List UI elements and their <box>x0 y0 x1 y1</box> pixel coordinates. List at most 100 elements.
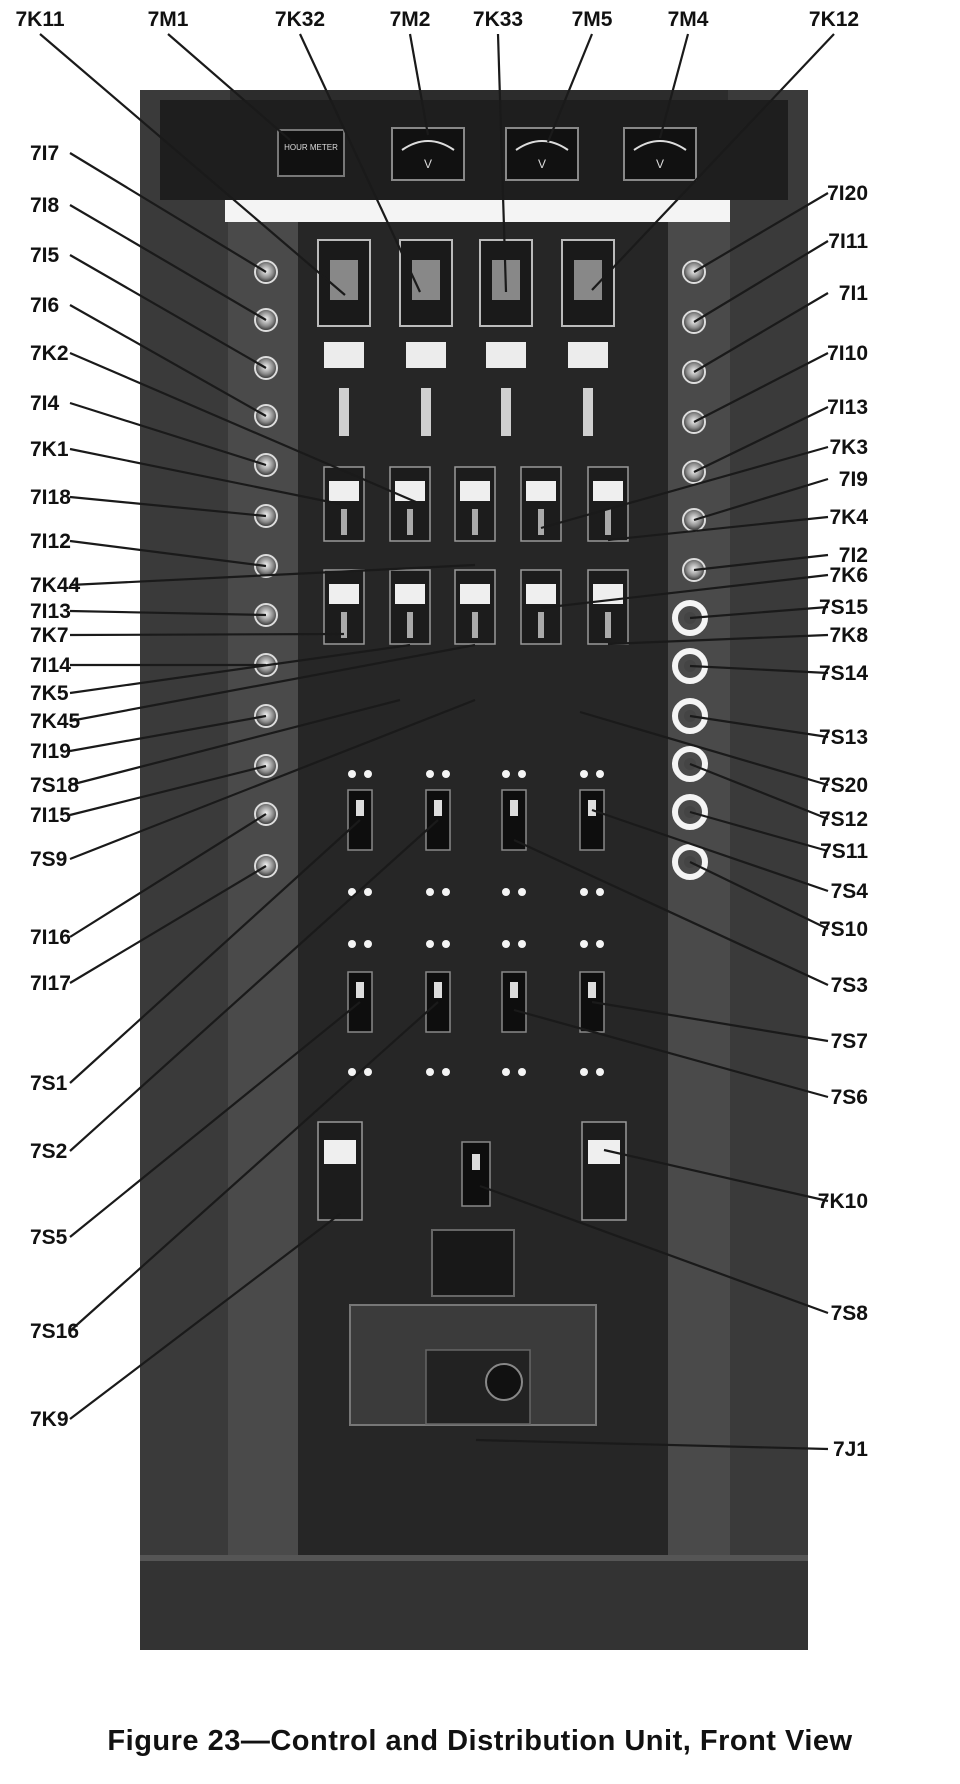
panel-dot <box>426 940 434 948</box>
leader-line-7k10 <box>603 1148 829 1203</box>
leader-line-7k3 <box>540 445 829 530</box>
callout-label-7i12: 7I12 <box>30 530 71 553</box>
leader-line-7i12 <box>69 539 267 568</box>
leader-line-7s8 <box>479 1184 829 1315</box>
leader-line-7s7 <box>591 1000 829 1043</box>
panel-dot <box>502 940 510 948</box>
callout-label-7i18: 7I18 <box>30 486 71 509</box>
leader-line-7s20 <box>579 710 829 787</box>
panel-dot <box>518 770 526 778</box>
callout-label-7i19: 7I19 <box>30 740 71 763</box>
callout-label-7i14: 7I14 <box>30 654 71 677</box>
panel-dot <box>442 888 450 896</box>
leader-line-7s18 <box>69 698 401 787</box>
leader-line-7s3 <box>513 839 829 986</box>
leader-line-7s11 <box>689 810 829 853</box>
panel-dot <box>364 770 372 778</box>
toggle-switch-7S8 <box>461 1141 491 1207</box>
panel-dot <box>502 888 510 896</box>
lower-panel <box>349 1229 597 1426</box>
leader-line-7s10 <box>689 861 829 930</box>
hour-meter-7M1: HOUR METER <box>277 129 345 177</box>
callout-label-7s3: 7S3 <box>831 974 868 997</box>
callout-label-7k32: 7K32 <box>275 8 325 31</box>
leader-line-7s6 <box>513 1008 829 1099</box>
panel-dot <box>426 1068 434 1076</box>
callout-label-7i17: 7I17 <box>30 972 71 995</box>
leader-line-7i6 <box>69 304 267 417</box>
leader-line-7i17 <box>69 865 267 984</box>
leader-line-7m5 <box>546 33 594 143</box>
panel-dot <box>596 888 604 896</box>
callout-label-7k8: 7K8 <box>829 624 868 647</box>
callout-label-7s12: 7S12 <box>819 808 868 831</box>
callout-label-7k11: 7K11 <box>15 8 64 31</box>
voltmeter-unit-label: V <box>538 157 546 171</box>
callout-label-7k45: 7K45 <box>30 710 81 733</box>
leader-line-7i1 <box>693 292 829 373</box>
leader-line-7k33 <box>496 33 508 293</box>
panel-dot <box>518 888 526 896</box>
callout-label-7i6: 7I6 <box>30 294 59 317</box>
leader-line-7i13 <box>69 609 267 617</box>
base-plinth <box>140 1560 808 1650</box>
toggle-switch <box>579 789 605 851</box>
callout-label-7k1: 7K1 <box>30 438 69 461</box>
right-lamp-rail <box>668 222 730 1562</box>
callout-label-7k5: 7K5 <box>30 682 69 705</box>
voltmeter-unit-label: V <box>656 157 664 171</box>
callout-label-7s15: 7S15 <box>819 596 868 619</box>
callout-label-7k44: 7K44 <box>30 574 81 597</box>
leader-line-7k5 <box>69 643 411 695</box>
relay-small <box>389 569 431 645</box>
leader-line-7k4 <box>607 515 829 542</box>
leader-line-7i2 <box>693 553 829 572</box>
leader-line-7m1 <box>167 33 291 141</box>
callout-label-7i13: 7I13 <box>827 396 868 419</box>
callout-label-7k2: 7K2 <box>30 342 69 365</box>
leader-line-7i20 <box>693 192 829 273</box>
leader-line-7s12 <box>689 762 829 821</box>
leader-line-7i16 <box>69 813 267 938</box>
connector-7J1 <box>485 1363 523 1401</box>
callout-label-7s2: 7S2 <box>30 1140 67 1163</box>
relay-small <box>520 466 562 542</box>
callout-label-7s7: 7S7 <box>831 1030 868 1053</box>
panel-dot <box>348 1068 356 1076</box>
callout-label-7s20: 7S20 <box>819 774 868 797</box>
leader-line-7k1 <box>69 447 341 506</box>
panel-dot <box>580 888 588 896</box>
relay-small <box>323 569 365 645</box>
relay-small <box>454 569 496 645</box>
callout-label-7s9: 7S9 <box>30 848 67 871</box>
leader-line-7s9 <box>69 698 476 861</box>
callout-label-7s6: 7S6 <box>831 1086 868 1109</box>
callout-label-7j1: 7J1 <box>833 1438 868 1461</box>
leader-line-7i13 <box>693 406 829 473</box>
leader-line-7m4 <box>658 33 690 139</box>
panel-dot <box>596 1068 604 1076</box>
panel-dot <box>426 888 434 896</box>
relay-large <box>317 239 371 436</box>
callout-label-7m1: 7M1 <box>148 8 189 31</box>
callout-label-7k7: 7K7 <box>30 624 69 647</box>
callout-label-7i20: 7I20 <box>827 182 868 205</box>
leader-line-7s4 <box>591 808 829 893</box>
leader-line-7i7 <box>69 152 267 273</box>
leader-line-7k11 <box>39 33 346 296</box>
callout-label-7m5: 7M5 <box>572 8 613 31</box>
leader-line-7j1 <box>475 1438 829 1451</box>
relay-small <box>323 466 365 542</box>
panel-dot <box>596 940 604 948</box>
callout-label-7i8: 7I8 <box>30 194 60 217</box>
panel-dot <box>348 940 356 948</box>
leader-line-7s16 <box>69 1001 439 1332</box>
panel-dot <box>426 770 434 778</box>
leader-line-7s13 <box>689 714 829 739</box>
voltmeter-unit-label: V <box>424 157 432 171</box>
panel-dot <box>348 770 356 778</box>
callout-label-7i11: 7I11 <box>828 230 868 253</box>
leader-line-7s15 <box>689 605 829 620</box>
panel-dot <box>442 770 450 778</box>
relay-small <box>389 466 431 542</box>
